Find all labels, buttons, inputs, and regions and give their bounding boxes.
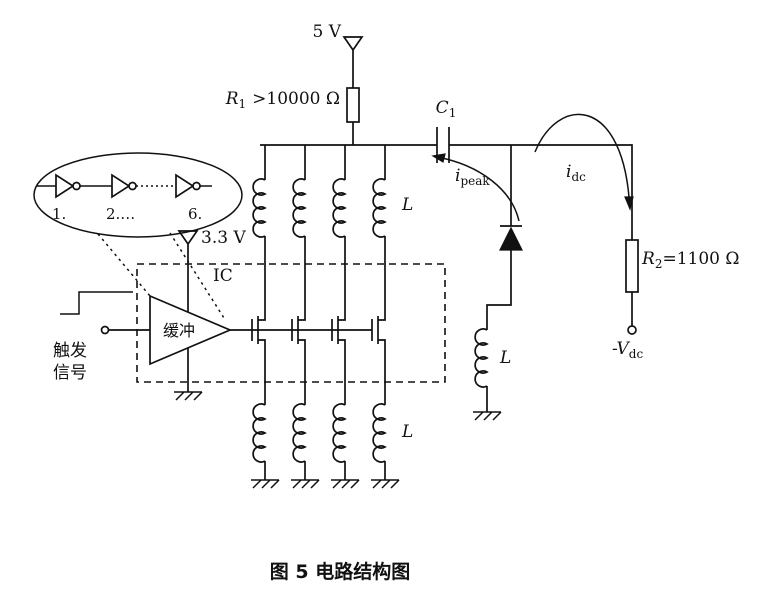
resistor-r1	[346, 87, 360, 123]
inductor-bottom-3	[332, 403, 346, 463]
ic-label: IC	[213, 266, 233, 286]
resistor-r1-label: R1>10000 Ω	[225, 89, 340, 111]
inset-stage-label-2: 2.…	[106, 205, 135, 223]
current-arrow-idc	[534, 113, 630, 198]
resistor-r2	[625, 239, 639, 293]
transformer-columns: L L	[250, 145, 413, 489]
supply-5v-branch: 5 V R1>10000 Ω	[225, 22, 363, 145]
inductor-bottom-4	[372, 403, 386, 463]
pulse-waveform-icon	[60, 291, 133, 315]
diode-branch: L	[472, 145, 523, 421]
r2-branch: R2=1100 Ω -Vdc	[612, 239, 739, 361]
ground-symbol	[173, 391, 203, 401]
ground-symbol	[370, 479, 400, 489]
ground-symbol	[472, 411, 502, 421]
inductor-right	[474, 328, 488, 388]
inductor-top-3	[332, 178, 346, 238]
mosfet-4	[371, 309, 386, 351]
inductor-bottom-label: L	[401, 422, 413, 442]
ground-symbol	[250, 479, 280, 489]
inductor-bottom-2	[292, 403, 306, 463]
trigger-input: 触发 信号	[53, 291, 150, 383]
wire	[449, 144, 633, 240]
inverter-1	[55, 174, 81, 198]
capacitor-c1-label: C1	[436, 98, 457, 120]
trigger-label-line1: 触发	[53, 341, 87, 361]
inductor-top-2	[292, 178, 306, 238]
trigger-input-terminal	[100, 325, 110, 335]
inverter-6	[175, 174, 201, 198]
capacitor-c1: C1	[436, 98, 457, 163]
inset-stage-label-1: 1.	[52, 205, 66, 223]
ground-symbol	[330, 479, 360, 489]
ground-symbol	[290, 479, 320, 489]
ic-block: IC 缓冲 3.3 V	[136, 228, 446, 401]
figure-caption: 图 5 电路结构图	[270, 560, 410, 583]
inverter-2	[111, 174, 137, 198]
buffer-chain-inset: 1. 2.… 6.	[33, 152, 243, 319]
inductor-top-label: L	[401, 195, 413, 215]
supply-5v-label: 5 V	[313, 22, 342, 42]
wire	[264, 350, 386, 405]
power-symbol-5v	[343, 36, 363, 51]
resistor-r2-label: R2=1100 Ω	[641, 249, 739, 271]
wire	[264, 461, 386, 480]
trigger-label-line2: 信号	[53, 363, 87, 383]
inductor-top-4	[372, 178, 386, 238]
inset-leader-line	[97, 233, 151, 297]
vdc-label: -Vdc	[612, 339, 643, 361]
inset-stage-label-3: 6.	[188, 205, 202, 223]
wire	[264, 145, 386, 180]
inductor-top-1	[252, 178, 266, 238]
diode	[499, 226, 523, 251]
current-annotations: ipeak idc	[431, 113, 634, 222]
ic-dashed-box	[136, 263, 446, 383]
ipeak-label: ipeak	[455, 166, 490, 188]
wire	[264, 236, 386, 310]
inductor-right-label: L	[499, 348, 511, 368]
supply-3v3-label: 3.3 V	[201, 228, 246, 248]
terminal-vdc	[627, 325, 637, 335]
idc-label: idc	[566, 162, 586, 184]
arrowhead-ipeak	[431, 153, 446, 163]
current-arrow-ipeak	[436, 156, 520, 222]
buffer-label: 缓冲	[163, 321, 195, 340]
inset-ellipse	[33, 152, 243, 238]
wire	[486, 250, 512, 330]
top-rail	[260, 144, 633, 240]
arrowhead-idc	[624, 196, 634, 211]
inductor-bottom-1	[252, 403, 266, 463]
